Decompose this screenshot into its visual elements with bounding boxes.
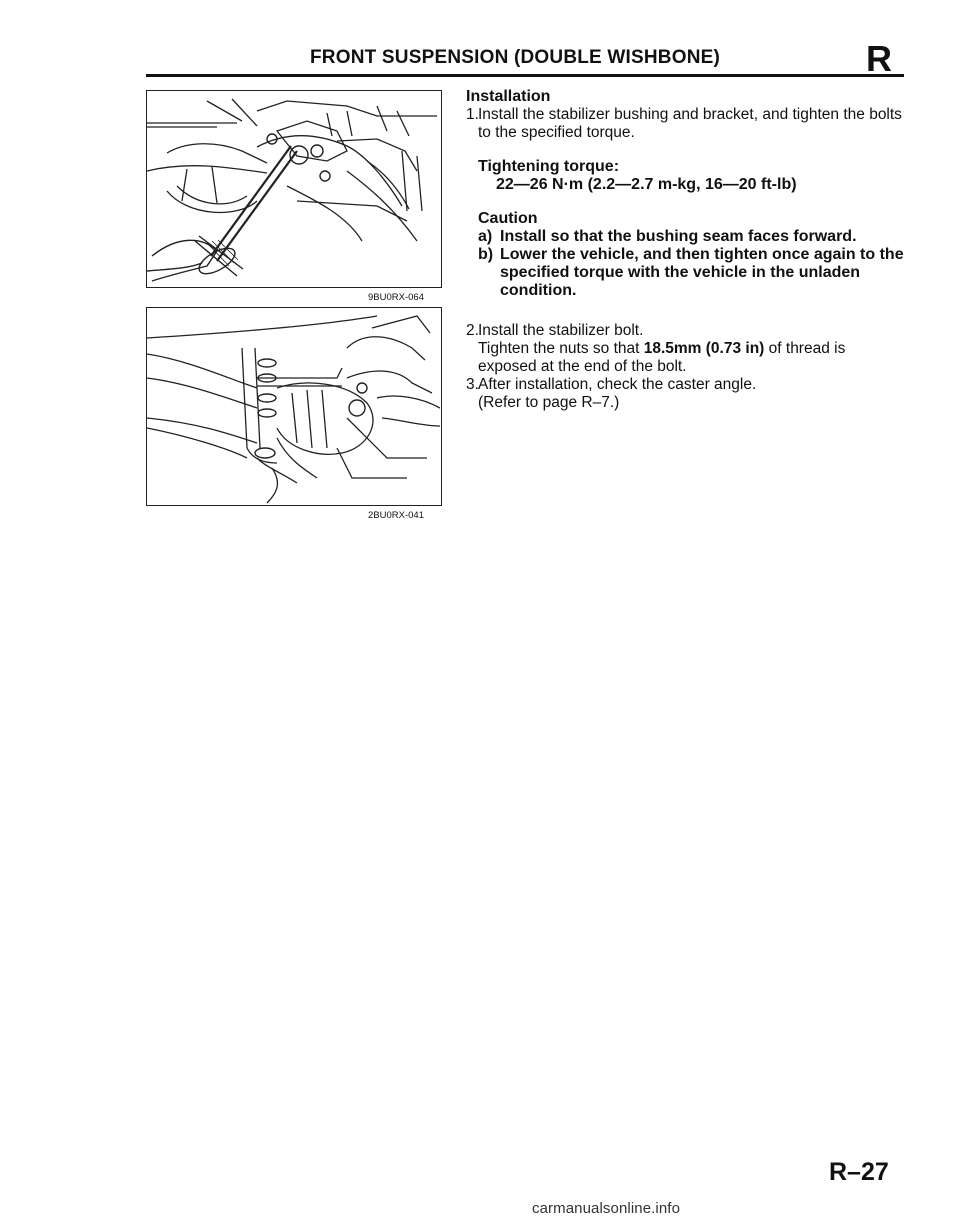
caution-item: a) Install so that the bushing seam face… <box>478 228 908 246</box>
step-text: Install the stabilizer bushing and brack… <box>478 106 902 141</box>
step-2-text-before: Tighten the nuts so that <box>478 340 644 357</box>
figure-code: 9BU0RX-064 <box>368 292 424 303</box>
step-text: After installation, check the caster ang… <box>478 376 908 412</box>
section-letter: R <box>866 38 892 79</box>
step-number: 1. <box>466 106 479 123</box>
step-3-text: After installation, check the caster ang… <box>478 376 757 393</box>
watermark: carmanualsonline.info <box>532 1200 681 1217</box>
caution-text: Lower the vehicle, and then tighten once… <box>500 246 904 299</box>
figure-stabilizer-bolt-drawing <box>147 315 440 504</box>
step-1: 1. Install the stabilizer bushing and br… <box>466 106 908 142</box>
tightening-torque-spec: Tightening torque: 22—26 N·m (2.2—2.7 m-… <box>478 158 908 194</box>
header-rule <box>146 74 904 77</box>
page-number: R–27 <box>829 1158 889 1186</box>
caution-item: b) Lower the vehicle, and then tighten o… <box>478 246 908 300</box>
caution-block: Caution a) Install so that the bushing s… <box>478 210 908 300</box>
figure-torque-wrench-drawing <box>147 98 437 282</box>
caution-mark: b) <box>478 246 494 263</box>
torque-value: 22—26 N·m (2.2—2.7 m-kg, 16—20 ft-lb) <box>496 176 797 193</box>
figure-torque-wrench <box>146 90 442 288</box>
step-2-text-after: of thread is exposed at the end of the b… <box>478 340 846 375</box>
figure-code: 2BU0RX-041 <box>368 510 424 521</box>
step-number: 2. <box>466 322 479 339</box>
installation-section: Installation 1. Install the stabilizer b… <box>466 88 908 412</box>
caution-text: Install so that the bushing seam faces f… <box>500 228 857 245</box>
page-header-title: FRONT SUSPENSION (DOUBLE WISHBONE) <box>310 47 721 68</box>
torque-label: Tightening torque: <box>478 158 620 175</box>
page-reference: (Refer to page R–7.) <box>478 394 620 411</box>
step-2-line1: Install the stabilizer bolt. <box>478 322 644 339</box>
step-number: 3. <box>466 376 479 393</box>
step-text: Install the stabilizer bolt. Tighten the… <box>478 322 908 376</box>
step-3: 3. After installation, check the caster … <box>466 376 908 412</box>
figure-stabilizer-bolt <box>146 307 442 506</box>
caution-mark: a) <box>478 228 493 245</box>
step-2: 2. Install the stabilizer bolt. Tighten … <box>466 322 908 376</box>
caution-heading: Caution <box>478 210 538 227</box>
steps-2-3: 2. Install the stabilizer bolt. Tighten … <box>466 322 908 412</box>
installation-heading: Installation <box>466 88 551 105</box>
thread-length-value: 18.5mm (0.73 in) <box>643 340 765 357</box>
